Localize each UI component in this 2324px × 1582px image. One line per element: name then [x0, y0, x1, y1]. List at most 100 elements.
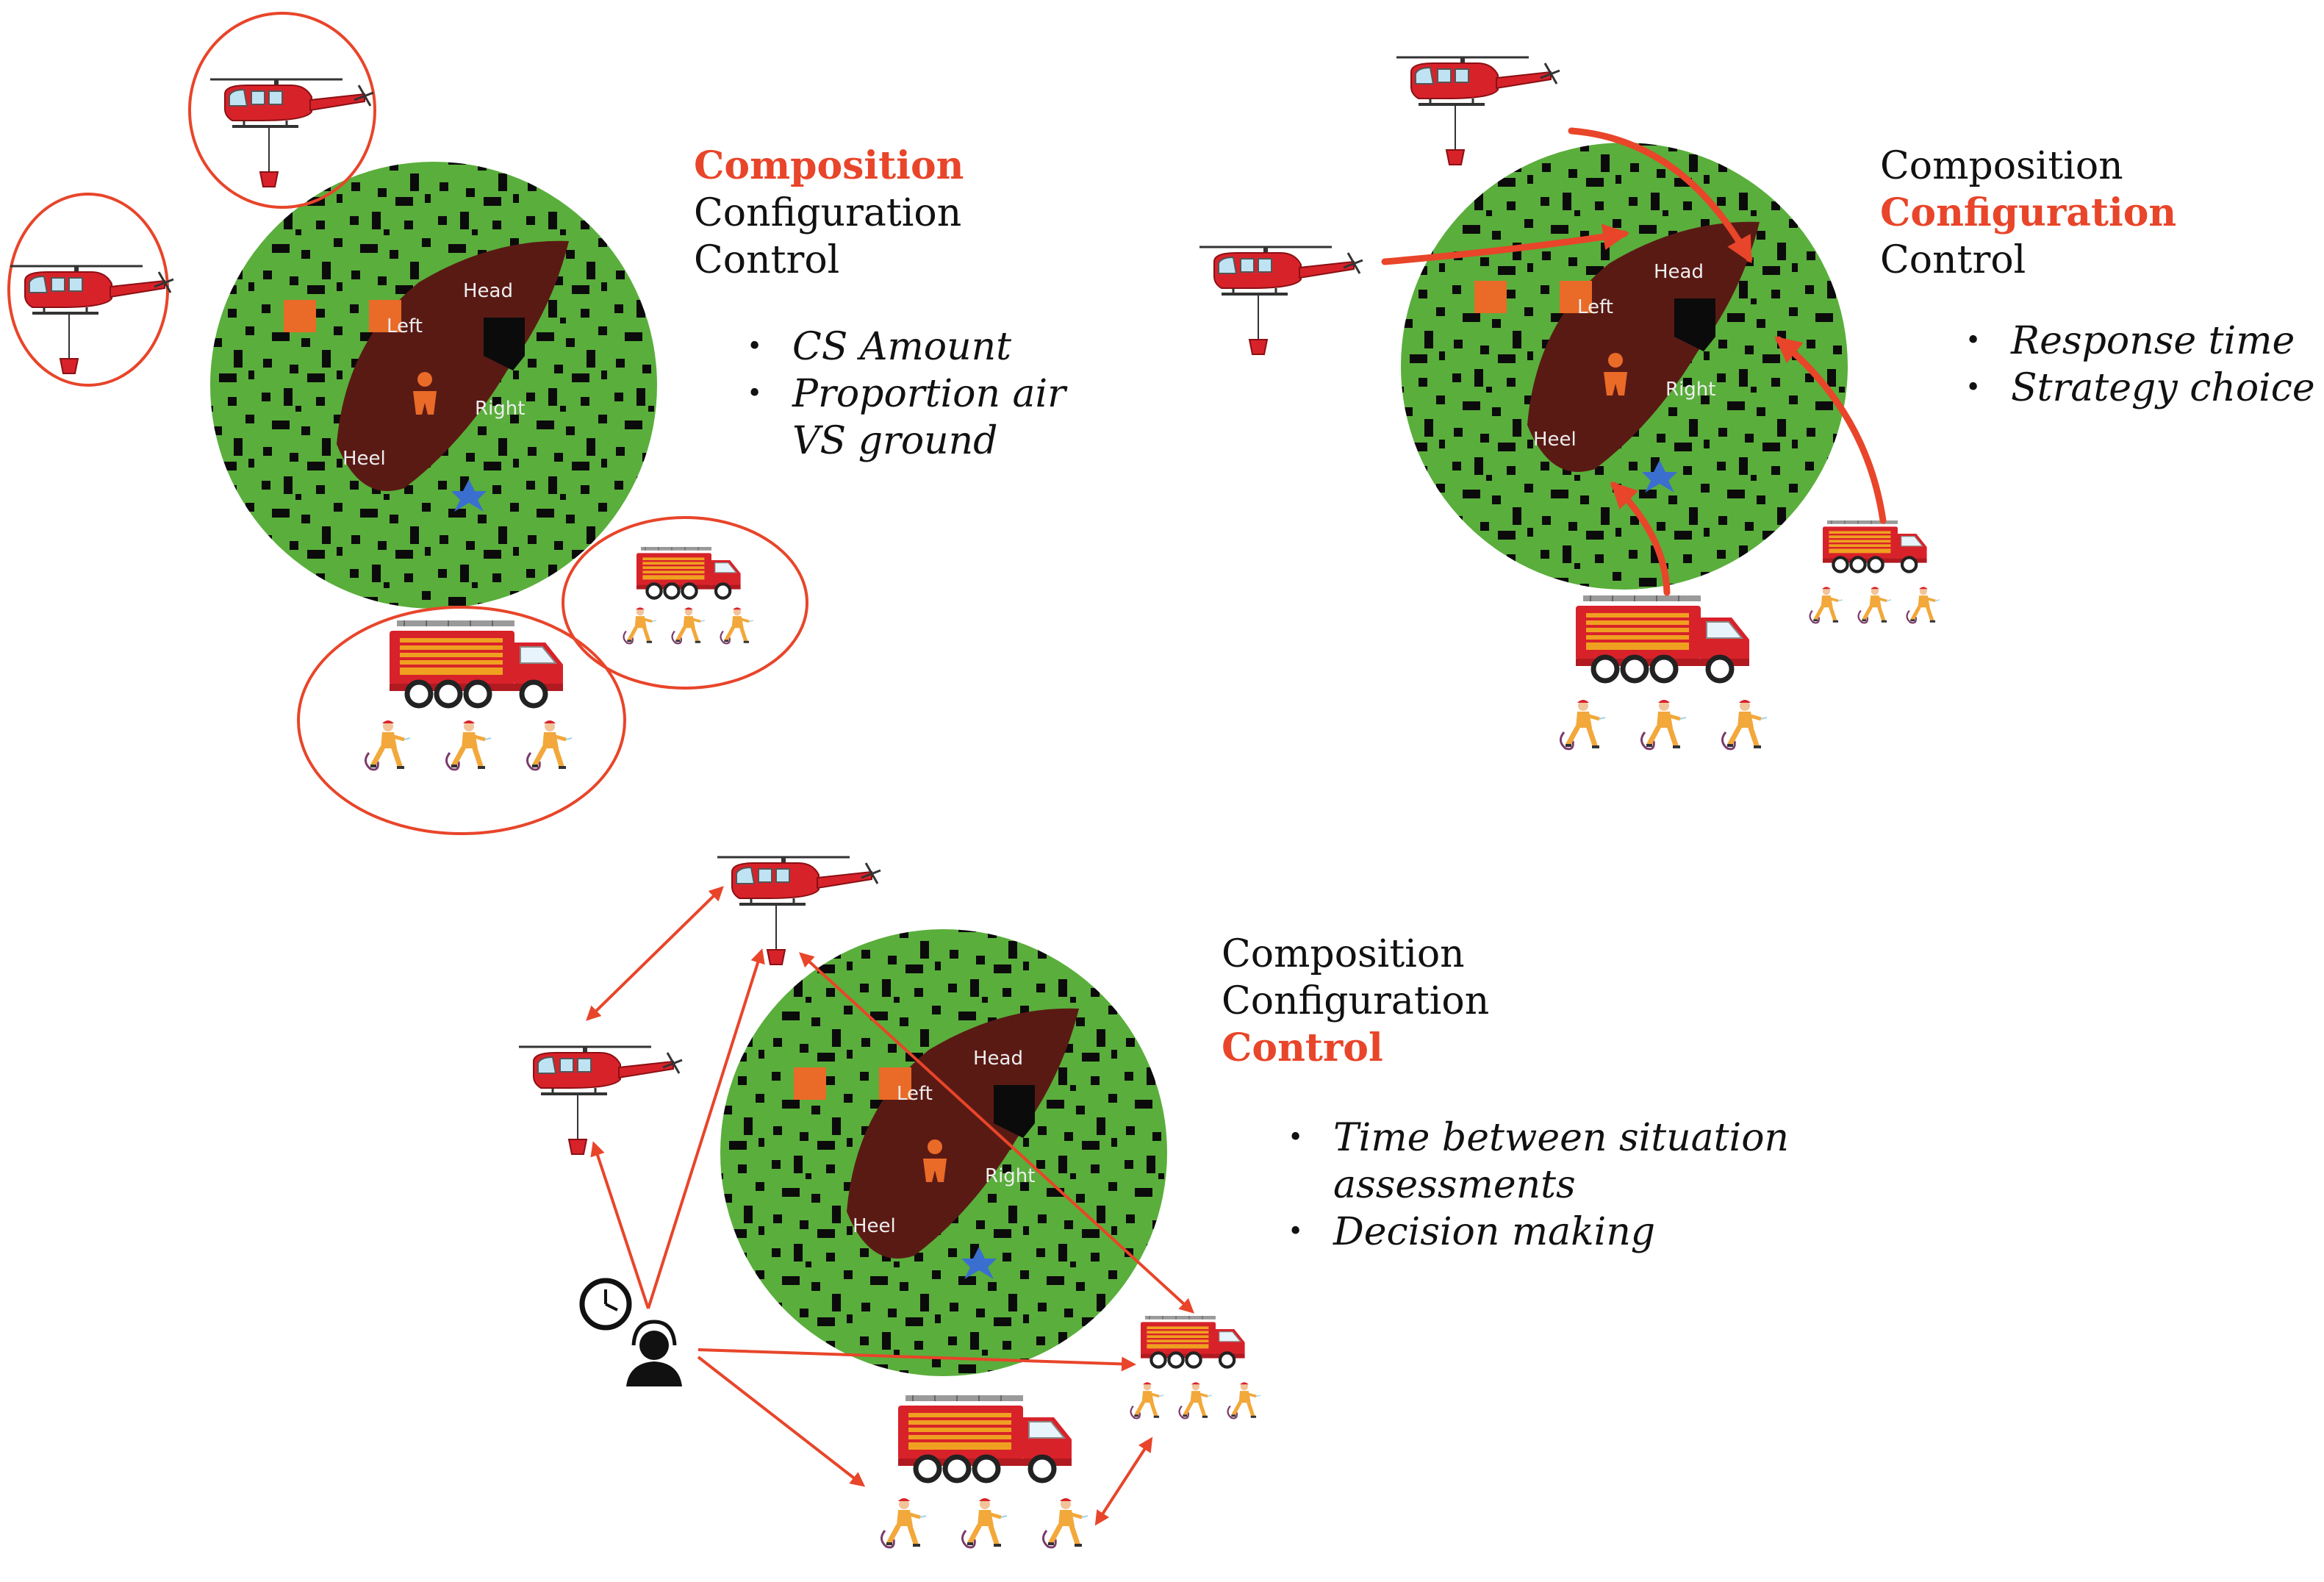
- label-right: Right: [475, 398, 525, 420]
- panel-1-text: Composition Configuration Control CS Amo…: [694, 143, 1085, 465]
- firefighter-icon: [881, 1498, 926, 1547]
- fire-truck-icon: [636, 547, 741, 598]
- heading-control: Control: [1880, 238, 2026, 282]
- bullet-item: Response time: [1965, 318, 2315, 365]
- arrow: [1568, 127, 1753, 264]
- firefighter-icon: [721, 607, 753, 643]
- firefighter-icon: [1859, 587, 1891, 623]
- arrow: [647, 948, 765, 1309]
- person-icon: [413, 372, 437, 415]
- label-right: Right: [985, 1165, 1035, 1187]
- arrow: [697, 1348, 1136, 1372]
- fire-truck-icon: [1141, 1316, 1245, 1367]
- bullet-list: Time between situation assessments Decis…: [1288, 1114, 1802, 1256]
- label-left: Left: [387, 315, 423, 337]
- arrow: [1381, 223, 1630, 265]
- heading-composition: Composition: [1222, 932, 1465, 976]
- arrow: [1774, 336, 1887, 524]
- firefighter-icon: [1180, 1382, 1212, 1418]
- helicopter-icon: [209, 78, 375, 188]
- bullet-item: Decision making: [1288, 1209, 1802, 1256]
- bullet-list: CS Amount Proportion air VS ground: [747, 323, 1085, 465]
- label-heel: Heel: [1533, 429, 1577, 451]
- square-marker-icon: [794, 1067, 826, 1100]
- fire-truck-icon: [390, 620, 563, 706]
- firefighter-icon: [527, 720, 572, 770]
- firefighter-icon: [673, 607, 705, 643]
- cross-marker-icon: [451, 479, 487, 512]
- firefighter-icon: [1560, 700, 1605, 749]
- firefighter-icon: [624, 607, 656, 643]
- heading-composition: Composition: [694, 143, 964, 188]
- bullet-list: Response time Strategy choice: [1965, 318, 2315, 412]
- firefighter-icon: [1228, 1382, 1260, 1418]
- panel-composition: Head Left Right Heel: [7, 12, 808, 835]
- arrow: [697, 1356, 866, 1487]
- label-left: Left: [897, 1083, 933, 1105]
- heading-composition: Composition: [1880, 144, 2123, 188]
- group-circle: [562, 516, 808, 690]
- heading-control: Control: [694, 238, 840, 282]
- cross-marker-icon: [1642, 460, 1677, 493]
- burned-area: [337, 240, 569, 491]
- group-circle: [188, 12, 376, 209]
- clock-icon: [579, 1278, 632, 1331]
- helicopter-icon: [1395, 56, 1561, 166]
- bullet-item: Strategy choice: [1965, 365, 2315, 412]
- firefighter-icon: [1907, 587, 1940, 623]
- fire-map-1: Head Left Right Heel: [210, 162, 657, 609]
- helicopter-icon: [9, 265, 175, 375]
- heading-control: Control: [1222, 1026, 1383, 1070]
- bullet-item: Time between situation assessments: [1288, 1114, 1802, 1209]
- deployment-arrows: [1381, 127, 1887, 596]
- fire-truck-icon: [1576, 595, 1749, 681]
- fire-map-3: Head Left Right Heel: [720, 929, 1167, 1376]
- heading-configuration: Configuration: [694, 191, 962, 235]
- bullet-item: CS Amount: [747, 323, 1085, 371]
- arrow: [586, 886, 724, 1021]
- label-head: Head: [973, 1048, 1023, 1070]
- group-circle: [297, 606, 626, 835]
- label-head: Head: [1654, 261, 1704, 283]
- burned-gap: [1674, 298, 1715, 351]
- heading-configuration: Configuration: [1880, 190, 2177, 235]
- bullet-item: Proportion air VS ground: [747, 371, 1085, 465]
- panel-2-text: Composition Configuration Control Respon…: [1880, 143, 2315, 412]
- firefighter-icon: [1641, 700, 1686, 749]
- arrow: [799, 952, 1194, 1314]
- panel-control: Head Left Right Heel: [517, 856, 1260, 1547]
- firefighter-icon: [446, 720, 491, 770]
- arrow: [1610, 481, 1671, 596]
- firefighter-icon: [1722, 700, 1767, 749]
- burned-area: [1527, 221, 1760, 472]
- panel-3-text: Composition Configuration Control Time b…: [1222, 931, 1802, 1256]
- helicopter-icon: [1198, 246, 1364, 356]
- label-head: Head: [463, 280, 513, 302]
- label-heel: Heel: [342, 448, 386, 470]
- fire-truck-icon: [898, 1395, 1072, 1481]
- label-right: Right: [1665, 379, 1715, 401]
- arrow: [1094, 1436, 1153, 1526]
- burned-gap: [484, 318, 525, 371]
- communication-arrows: [586, 886, 1194, 1526]
- square-marker-icon: [284, 300, 316, 332]
- label-heel: Heel: [853, 1215, 896, 1237]
- heading-configuration: Configuration: [1222, 979, 1490, 1023]
- square-marker-icon: [1474, 281, 1507, 313]
- square-marker-icon: [369, 300, 401, 332]
- arrow: [590, 1141, 650, 1309]
- panel-configuration: Head Left Right Heel: [1198, 56, 1940, 749]
- helicopter-icon: [517, 1045, 684, 1156]
- firefighter-icon: [365, 720, 410, 770]
- operator-headset-icon: [626, 1320, 682, 1386]
- label-left: Left: [1577, 296, 1613, 318]
- firefighter-icon: [1043, 1498, 1088, 1547]
- firefighter-icon: [962, 1498, 1007, 1547]
- square-marker-icon: [1560, 281, 1592, 313]
- person-icon: [1604, 353, 1627, 396]
- firefighter-icon: [1810, 587, 1843, 623]
- fire-map-2: Head Left Right Heel: [1401, 143, 1848, 590]
- fire-truck-icon: [1823, 520, 1927, 572]
- firefighter-icon: [1131, 1382, 1163, 1418]
